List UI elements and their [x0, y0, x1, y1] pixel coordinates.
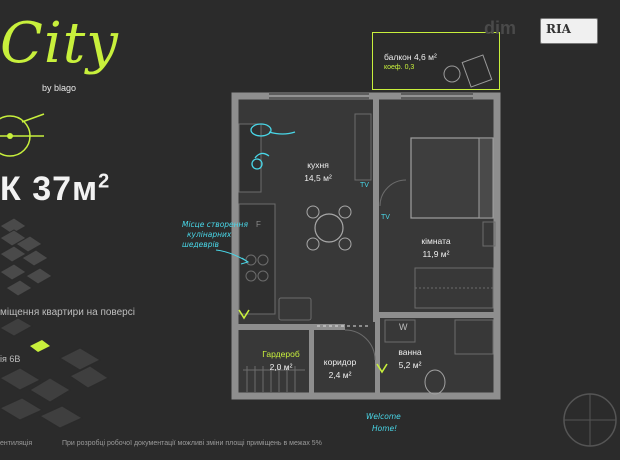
welcome-note-line2: Home!: [372, 424, 398, 433]
floor-position-plan: [0, 218, 53, 297]
building-section-plan: [0, 318, 109, 429]
kitchen-area: 14,5 м²: [304, 173, 332, 183]
cooking-note-line2: кулінарних: [187, 230, 232, 239]
corridor-name: коридор: [323, 357, 357, 367]
watermark-ria: RIA: [546, 22, 571, 36]
room-name: кімната: [421, 236, 451, 246]
corridor-area: 2,4 м²: [328, 370, 352, 380]
welcome-note-line1: Welcome: [366, 412, 401, 421]
balcony-area: [372, 32, 500, 90]
balcony-chair-icon: [443, 54, 493, 88]
tv-kitchen-label: TV: [360, 182, 369, 189]
room-area: 11,9 м²: [422, 249, 450, 259]
washer-mark: W: [399, 322, 408, 332]
tv-room-label: TV: [381, 214, 390, 221]
unit-title: К 37м2: [0, 170, 111, 208]
fridge-mark: F: [256, 220, 261, 229]
footer-label: ентиляція: [0, 440, 33, 447]
cooking-note-line1: Місце створення: [182, 220, 248, 229]
bathroom-name: ванна: [398, 347, 422, 357]
brand-logo: City: [0, 11, 119, 76]
brand-byline: by blago: [42, 83, 77, 93]
cooking-arrow-icon: [215, 249, 250, 265]
watermark-dim: dim: [484, 18, 517, 38]
floor-position-caption: міщення квартири на поверсі: [0, 307, 135, 318]
balcony-label: балкон 4,6 м²: [384, 52, 437, 62]
apartment-floor-plan: [231, 92, 501, 400]
section-label: ія 6В: [0, 354, 21, 364]
bicycle-sketch-icon: [563, 393, 617, 447]
watermark-ria-badge: [540, 18, 598, 44]
wardrobe-area: 2,0 м²: [269, 362, 293, 372]
wardrobe-name: Гардероб: [262, 349, 300, 359]
balcony-coef: коеф. 0,3: [384, 64, 415, 71]
compass-icon: [0, 113, 45, 157]
bathroom-area: 5,2 м²: [398, 360, 422, 370]
kitchen-name: кухня: [307, 160, 329, 170]
cooking-note-line3: шедеврів: [182, 240, 219, 249]
footer-disclaimer: При розробці робочої документації можлив…: [62, 440, 322, 447]
